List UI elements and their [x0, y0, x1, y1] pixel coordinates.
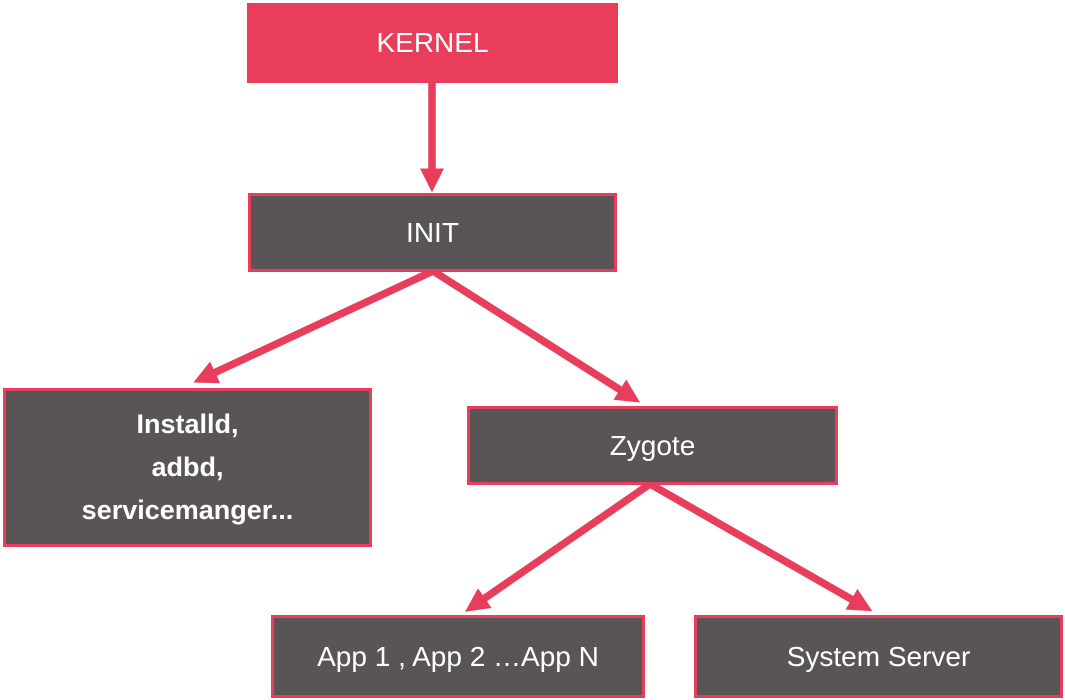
- node-zygote: Zygote: [467, 406, 838, 485]
- node-system-server-label: System Server: [786, 640, 971, 672]
- node-init: INIT: [248, 193, 617, 272]
- node-native-daemons: Installd, adbd, servicemanger...: [3, 388, 372, 547]
- arrow-zygote-to-apps: [465, 480, 653, 612]
- node-native-daemons-label: Installd, adbd, servicemanger...: [81, 408, 294, 526]
- node-kernel-label: KERNEL: [376, 27, 489, 59]
- node-kernel: KERNEL: [247, 3, 618, 83]
- arrow-zygote-to-system-server: [648, 480, 873, 612]
- arrow-init-to-zygote: [430, 267, 641, 403]
- node-init-label: INIT: [406, 216, 459, 248]
- node-apps-label: App 1 , App 2 …App N: [317, 640, 599, 672]
- arrow-init-to-daemons: [193, 267, 435, 384]
- node-system-server: System Server: [694, 615, 1063, 698]
- node-zygote-label: Zygote: [609, 429, 696, 461]
- node-apps: App 1 , App 2 …App N: [271, 615, 645, 698]
